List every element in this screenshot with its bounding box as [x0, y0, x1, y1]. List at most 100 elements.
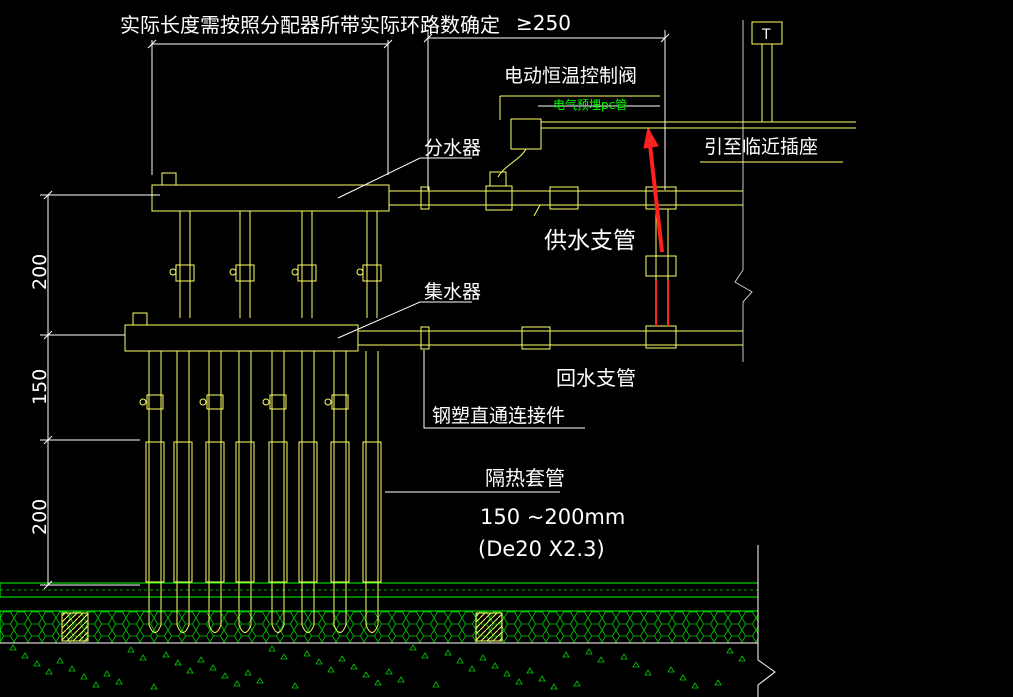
aggregate-mark — [479, 654, 487, 661]
loop-pipe — [301, 351, 315, 633]
aggregate-mark — [338, 655, 346, 662]
aggregate-mark — [221, 672, 229, 679]
aggregate-mark — [291, 682, 299, 689]
loop-pipe — [365, 351, 379, 633]
aggregate-mark — [139, 654, 147, 661]
thermostatic-valve — [489, 95, 856, 187]
loop-pipe — [271, 351, 285, 633]
dimension-lines — [40, 30, 670, 590]
pipe-spec-label: (De20 X2.3) — [478, 537, 605, 561]
aggregate-mark — [738, 655, 746, 662]
top-note-label: 实际长度需按照分配器所带实际环路数确定 — [120, 13, 500, 37]
insulation-sleeve — [362, 441, 382, 583]
valve-label: 电动恒温控制阀 — [504, 65, 637, 87]
aggregate-mark — [92, 681, 100, 688]
aggregate-mark — [526, 667, 534, 674]
aggregate-mark — [197, 656, 205, 663]
aggregate-mark — [68, 665, 76, 672]
aggregate-mark — [280, 653, 288, 660]
valve-handle — [169, 268, 177, 276]
aggregate-mark — [362, 671, 370, 678]
aggregate-mark — [644, 669, 652, 676]
aggregate-mark — [244, 669, 252, 676]
aggregate-mark — [21, 652, 29, 659]
thermostat-riser — [700, 21, 843, 163]
aggregate-mark — [174, 659, 182, 666]
aggregate-mark — [503, 670, 511, 677]
aggregate-mark — [150, 683, 158, 690]
aggregate-mark — [127, 646, 135, 653]
loop-pipe — [333, 351, 347, 633]
loop-valve — [331, 394, 349, 410]
aggregate-mark — [397, 676, 405, 683]
aggregate-mark — [350, 663, 358, 670]
loop-valve — [206, 394, 224, 410]
collector-loops — [139, 351, 382, 633]
aggregate-mark — [256, 677, 264, 684]
aggregate-mark — [679, 674, 687, 681]
aggregate-mark — [209, 664, 217, 671]
aggregate-mark — [33, 660, 41, 667]
aggregate-mark — [432, 681, 440, 688]
valve-handle — [229, 268, 237, 276]
aggregate-mark — [421, 652, 429, 659]
aggregate-mark — [456, 657, 464, 664]
concrete-hatch — [9, 644, 746, 690]
pc-pipe-label: 电气预埋pc管 — [553, 97, 627, 112]
aggregate-mark — [9, 644, 17, 651]
insulation-sleeve — [205, 441, 225, 583]
aggregate-mark — [162, 651, 170, 658]
drop-valve — [175, 264, 195, 282]
aggregate-mark — [538, 675, 546, 682]
aggregate-mark — [315, 658, 323, 665]
wall-section — [734, 20, 753, 362]
aggregate-mark — [186, 667, 194, 674]
aggregate-mark — [585, 648, 593, 655]
distributor-manifold — [151, 172, 743, 217]
dim-top-label: ≥250 — [516, 11, 571, 35]
annotation-arrow — [643, 126, 664, 253]
aggregate-mark — [515, 678, 523, 685]
return-pipe-label: 回水支管 — [556, 366, 636, 390]
connector-label: 钢塑直通连接件 — [432, 405, 565, 427]
aggregate-mark — [714, 679, 722, 686]
valve-handle — [356, 268, 364, 276]
drop-valve — [297, 264, 317, 282]
aggregate-mark — [233, 680, 241, 687]
valve-handle — [139, 398, 147, 406]
floor-layers — [0, 545, 776, 697]
insulation-sleeve — [173, 441, 193, 583]
insulation-sleeve — [145, 441, 165, 583]
dim-middle-label: 150 — [29, 369, 51, 405]
aggregate-mark — [573, 680, 581, 687]
collector-manifold — [124, 312, 743, 352]
sleeve-label: 隔热套管 — [485, 466, 565, 490]
aggregate-mark — [103, 670, 111, 677]
drop-valve — [362, 264, 382, 282]
dim-lower-label: 200 — [29, 499, 51, 535]
drop-valve — [235, 264, 255, 282]
aggregate-mark — [491, 662, 499, 669]
aggregate-mark — [374, 679, 382, 686]
loop-pipe — [148, 351, 162, 633]
aggregate-mark — [726, 647, 734, 654]
aggregate-mark — [550, 683, 558, 690]
valve-handle — [291, 268, 299, 276]
loop-pipe — [208, 351, 222, 633]
sleeve-length-label: 150 ~200mm — [480, 505, 625, 529]
aggregate-mark — [303, 650, 311, 657]
thermostat-label: T — [761, 27, 771, 43]
distributor-drops — [169, 211, 382, 318]
aggregate-mark — [691, 682, 699, 689]
aggregate-mark — [562, 651, 570, 658]
insulation-sleeve — [268, 441, 288, 583]
insulation-sleeve — [235, 441, 255, 583]
aggregate-mark — [327, 666, 335, 673]
supply-pipe-label: 供水支管 — [544, 228, 636, 254]
aggregate-mark — [597, 656, 605, 663]
aggregate-mark — [468, 665, 476, 672]
loop-valve — [146, 394, 164, 410]
socket-label: 引至临近插座 — [704, 136, 818, 158]
